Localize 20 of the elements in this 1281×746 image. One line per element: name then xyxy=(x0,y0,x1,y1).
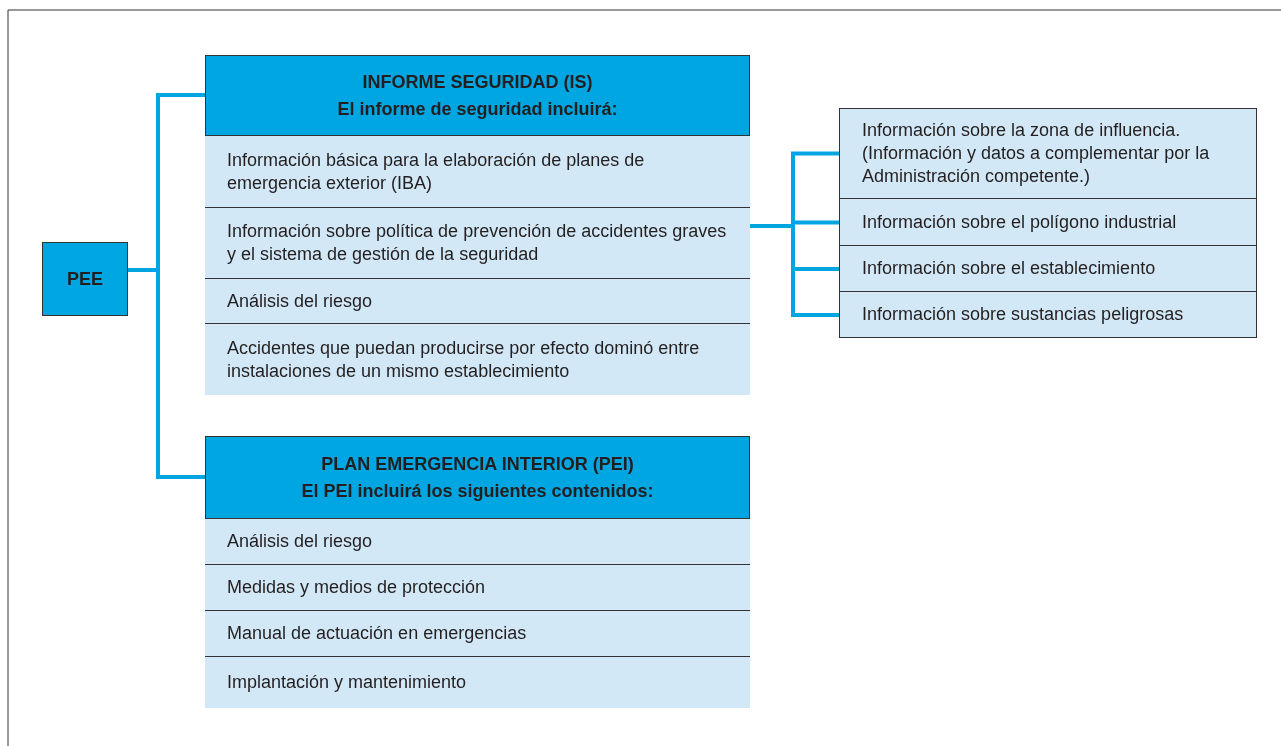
list-item: Análisis del riesgo xyxy=(205,278,750,323)
list-item: Análisis del riesgo xyxy=(205,518,750,564)
root-box: PEE xyxy=(42,242,128,316)
list-item: Medidas y medios de protección xyxy=(205,564,750,610)
list-item: Información sobre la zona de influencia. (Información y datos a complementar por la Administración competente.) xyxy=(839,108,1257,199)
section-panel xyxy=(205,55,750,395)
section-title: PLAN EMERGENCIA INTERIOR (PEI) xyxy=(321,454,634,475)
list-item: Información básica para la elaboración de planes de emergencia exterior (IBA) xyxy=(205,135,750,207)
list-item: Información sobre política de prevención de accidentes graves y el sistema de gestión de la seguridad xyxy=(205,207,750,278)
section-subtitle: El informe de seguridad incluirá: xyxy=(337,99,618,120)
section-subtitle: El PEI incluirá los siguientes contenidos: xyxy=(301,481,654,502)
section-panel xyxy=(205,436,750,708)
list-item: Información sobre el polígono industrial xyxy=(839,199,1257,246)
connector-line xyxy=(128,268,205,479)
list-item: Información sobre sustancias peligrosas xyxy=(839,292,1257,338)
list-item: Implantación y mantenimiento xyxy=(205,656,750,708)
section-title: INFORME SEGURIDAD (IS) xyxy=(362,72,593,93)
list-item: Información sobre el establecimiento xyxy=(839,246,1257,292)
list-item: Manual de actuación en emergencias xyxy=(205,610,750,656)
list-item: Accidentes que puedan producirse por efecto dominó entre instalaciones de un mismo establecimiento xyxy=(205,323,750,395)
